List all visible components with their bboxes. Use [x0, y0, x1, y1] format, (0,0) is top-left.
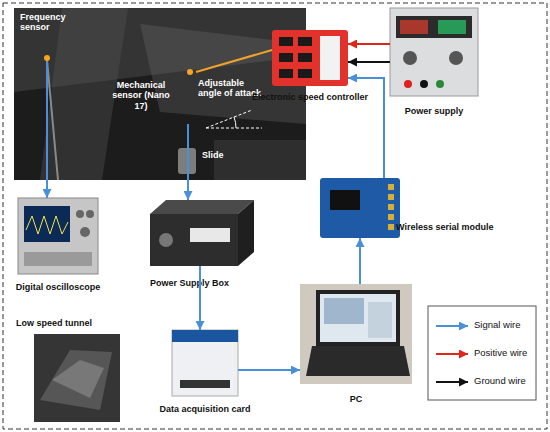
photo-label: Slide	[202, 150, 242, 160]
legend-label: Signal wire	[474, 320, 520, 330]
box-front	[150, 214, 238, 266]
ground-terminal	[420, 80, 428, 88]
scope-knob	[80, 227, 90, 237]
esc-chip	[279, 53, 293, 62]
transparent-wing	[140, 24, 306, 124]
signal-wire	[187, 124, 189, 200]
mount-base	[214, 140, 306, 180]
ground-wire	[348, 61, 390, 63]
component-caption: PC	[300, 394, 412, 404]
legend-label: Positive wire	[474, 348, 527, 358]
module-chip	[330, 190, 360, 210]
esc-chip	[298, 53, 312, 62]
cable-connector	[159, 233, 173, 247]
module-board	[320, 178, 400, 238]
sensor-dot	[44, 55, 50, 61]
angle-chord-line	[206, 110, 252, 128]
power-box-photo: Power Supply Box	[150, 200, 254, 266]
oscilloscope-screen	[24, 206, 70, 242]
laptop-base	[306, 346, 410, 376]
earth-terminal	[436, 80, 444, 88]
module-pin	[388, 184, 394, 190]
scope-knob	[76, 210, 84, 218]
waveform	[26, 216, 68, 234]
photo-label: Frequency sensor	[20, 12, 80, 33]
power-supply-photo: Power supply	[390, 8, 478, 96]
sensor-callout: Mechanical sensor (Nano 17)	[112, 68, 196, 124]
positive-wire	[348, 43, 390, 45]
oscilloscope-case	[18, 198, 98, 274]
daq-card-photo: Data acquisition card	[172, 330, 238, 396]
power-supply-case	[390, 8, 478, 96]
tunnel-photo-background	[34, 334, 120, 422]
component-caption: Digital oscilloscope	[6, 282, 110, 292]
power-supply-display	[396, 16, 472, 38]
positive-terminal	[404, 80, 412, 88]
laptop-photo: PC	[300, 284, 412, 384]
component-caption: Electronic speed controller	[240, 92, 380, 102]
signal-wire	[359, 238, 361, 284]
control-knob	[449, 51, 463, 65]
slide-part	[178, 148, 196, 174]
current-readout	[438, 20, 466, 34]
sensor-callout: Frequency sensor	[20, 12, 82, 62]
legend-box	[428, 306, 536, 400]
esc-chip	[298, 37, 312, 46]
control-knob	[403, 51, 417, 65]
module-pin	[388, 204, 394, 210]
module-pin	[388, 214, 394, 220]
daq-terminals	[180, 380, 230, 388]
tunnel-photo: Low speed tunnel	[34, 334, 120, 422]
motor-wire	[196, 50, 272, 72]
support-rod	[47, 60, 58, 180]
signal-wire	[238, 369, 300, 371]
component-caption: Power supply	[380, 106, 488, 116]
component-caption: Wireless serial module	[396, 222, 526, 232]
wireless-module-photo: Wireless serial module	[320, 178, 400, 238]
legend-line-sample	[436, 381, 468, 383]
box-side	[238, 200, 254, 266]
component-caption: Low speed tunnel	[16, 318, 126, 328]
screen-window	[368, 302, 392, 338]
oscilloscope-photo: Digital oscilloscope	[18, 198, 98, 274]
photo-label: Mechanical sensor (Nano 17)	[112, 80, 170, 111]
angle-reference-line	[206, 128, 262, 129]
esc-chip	[298, 69, 312, 78]
laptop-screen	[320, 294, 396, 342]
legend-label: Ground wire	[474, 376, 526, 386]
speed-controller-photo: Electronic speed controller	[272, 30, 348, 86]
signal-wire	[46, 62, 48, 198]
component-caption: Data acquisition card	[145, 404, 265, 414]
tunnel-section	[52, 360, 104, 398]
laptop-photo-background	[300, 284, 412, 384]
component-caption: Power Supply Box	[150, 278, 260, 288]
tunnel-duct	[40, 350, 112, 410]
module-pin	[388, 224, 394, 230]
daq-case	[172, 330, 238, 396]
legend-line-sample	[436, 325, 468, 327]
signal-wire	[348, 78, 384, 178]
module-pin	[388, 194, 394, 200]
dashed-frame	[3, 3, 547, 429]
scope-knob	[86, 210, 94, 218]
legend-line-sample	[436, 353, 468, 355]
daq-stripe	[172, 330, 238, 342]
sensor-dot	[187, 69, 193, 75]
angle-arc	[234, 117, 236, 128]
scope-buttons	[24, 252, 92, 266]
box-panel	[190, 228, 230, 242]
esc-terminal-strip	[320, 36, 340, 80]
voltage-readout	[400, 20, 428, 34]
box-top	[150, 200, 254, 214]
esc-board	[272, 30, 348, 86]
signal-wire	[199, 266, 201, 330]
esc-chip	[279, 37, 293, 46]
screen-window	[324, 298, 364, 324]
esc-chip	[279, 69, 293, 78]
laptop-lid	[316, 290, 400, 346]
